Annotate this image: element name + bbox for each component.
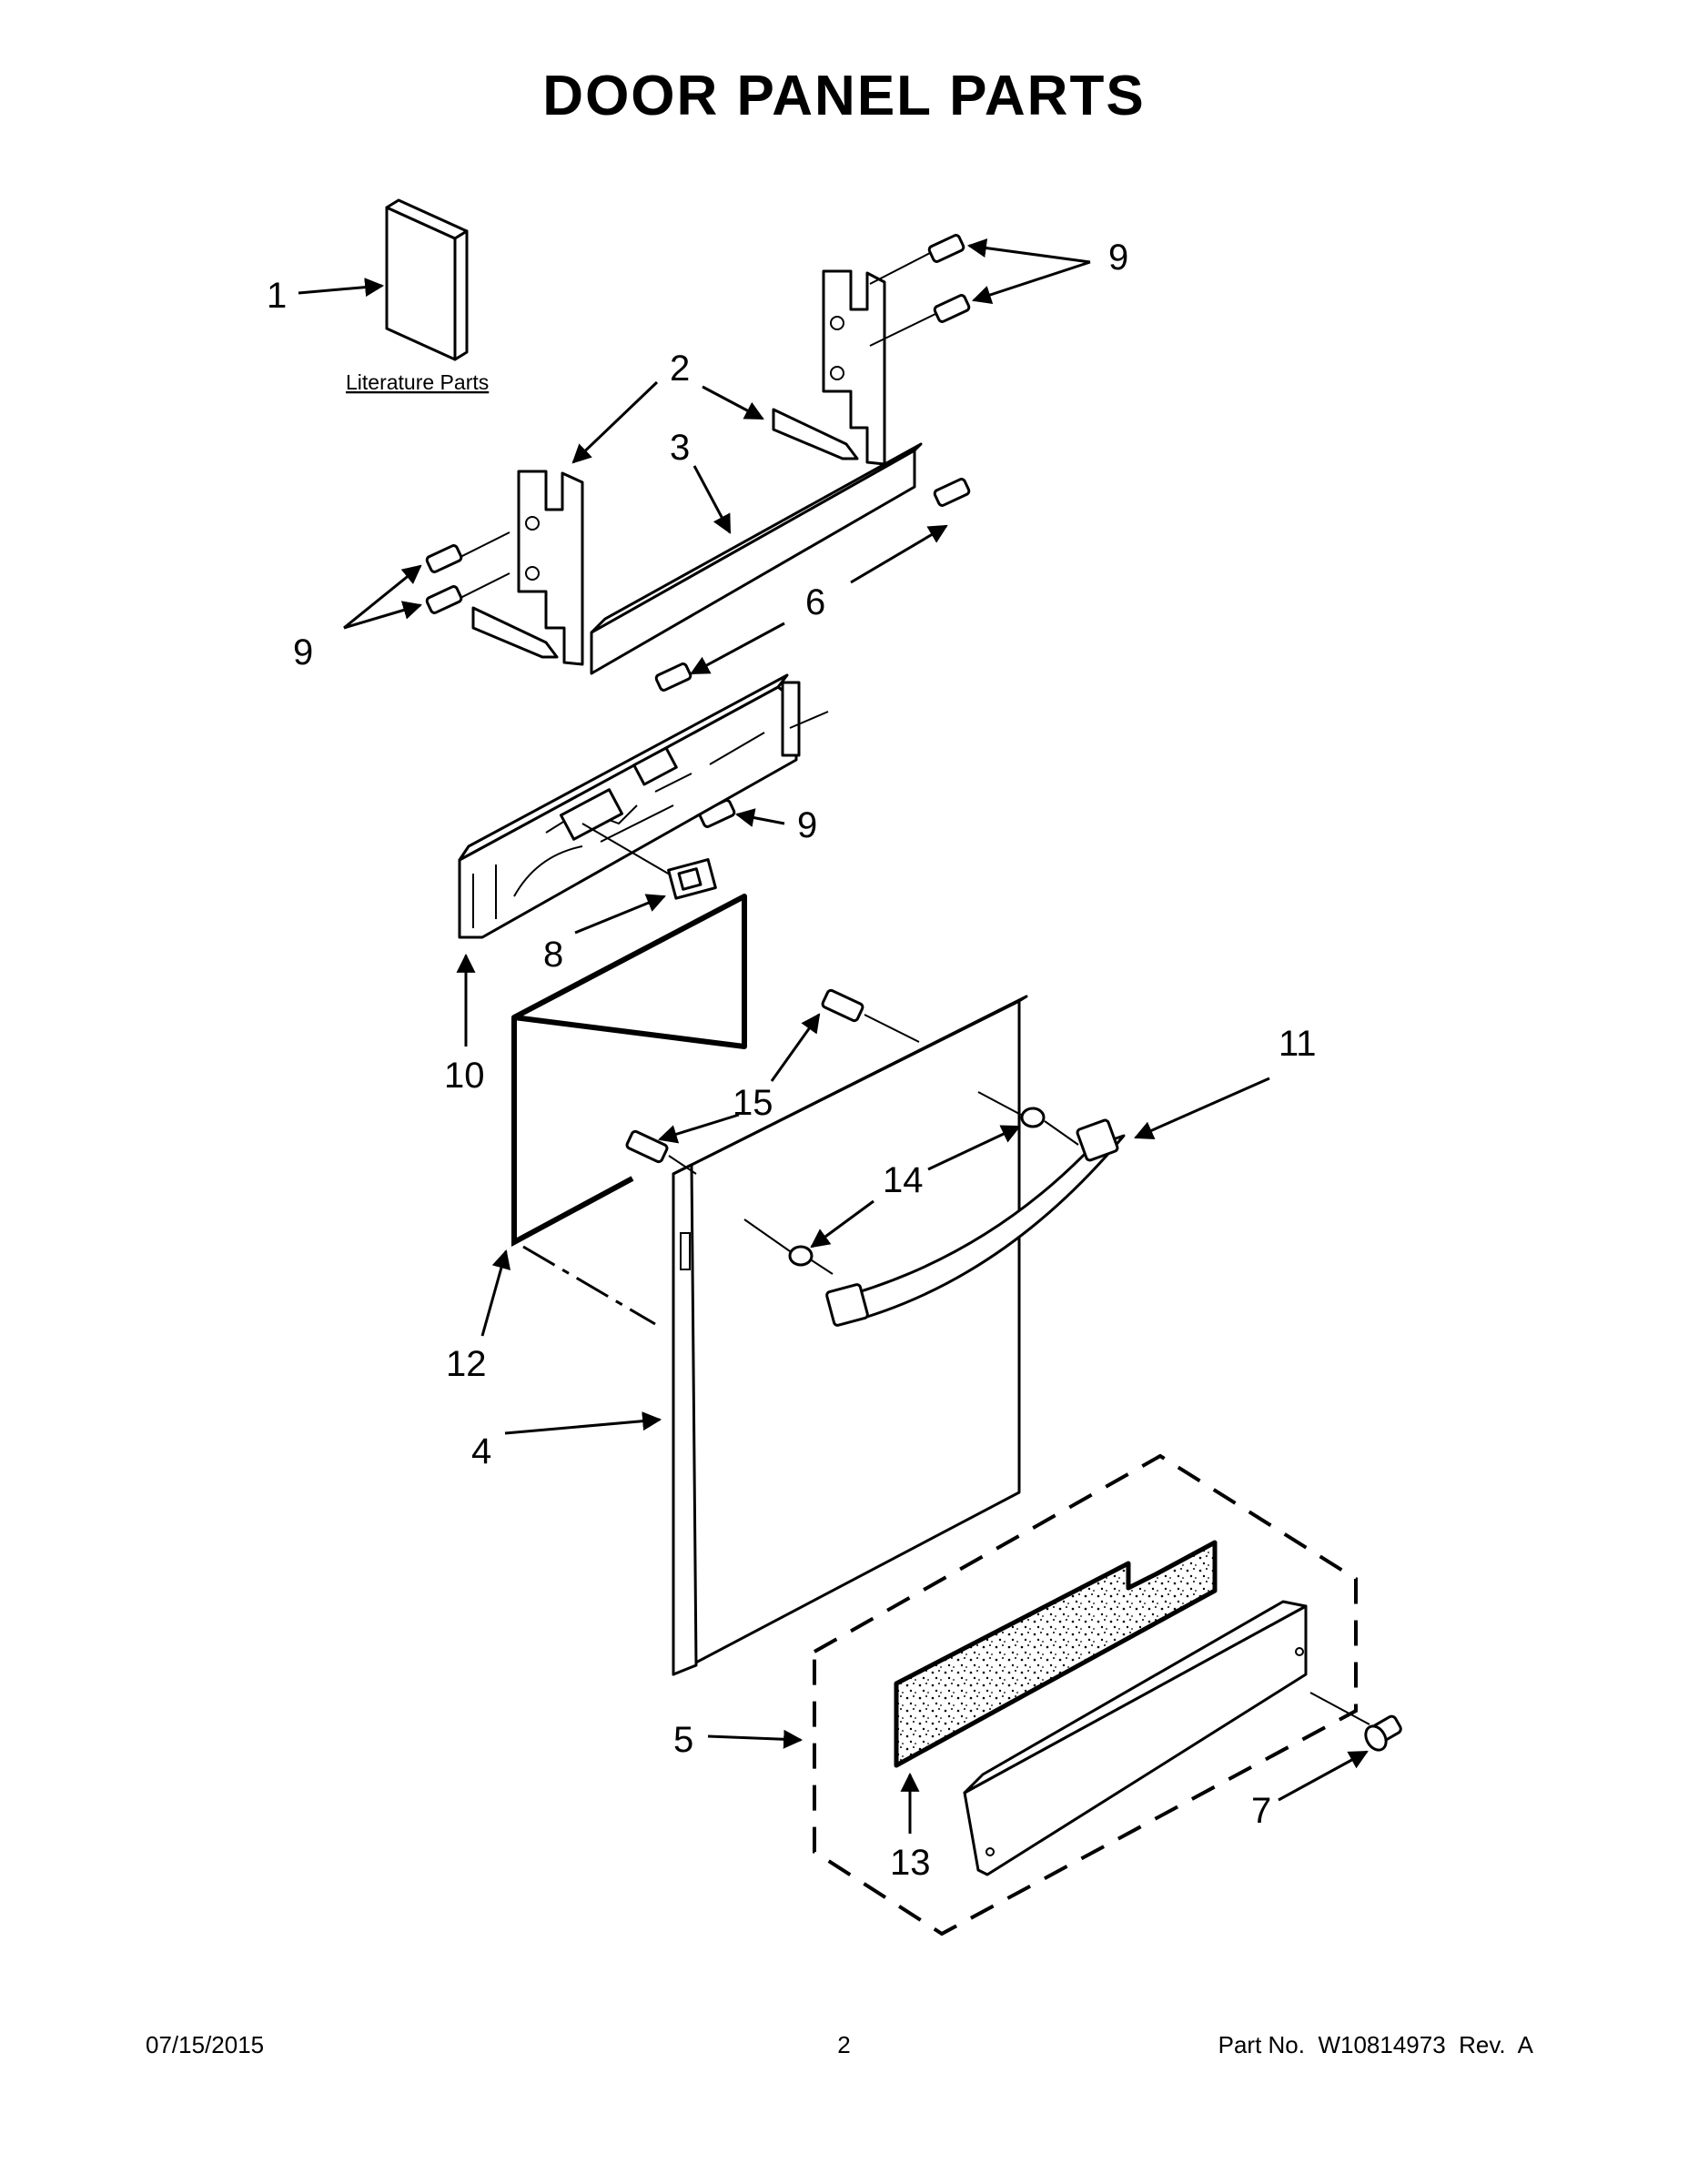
screw-6-right xyxy=(933,478,971,507)
footer-part-number: Part No. W10814973 Rev. A xyxy=(1218,2031,1533,2058)
leader-8 xyxy=(574,894,666,935)
leader-2b xyxy=(702,385,764,420)
callout-1: 1 xyxy=(267,276,287,316)
leader-12 xyxy=(480,1249,511,1337)
leader-9e xyxy=(734,808,785,827)
callout-9-top: 9 xyxy=(1108,238,1128,278)
right-door-bracket xyxy=(772,269,886,466)
door-screw-15-b xyxy=(625,1129,669,1164)
literature-parts-label: Literature Parts xyxy=(346,370,489,394)
door-screw-15-a xyxy=(821,988,864,1023)
left-door-bracket xyxy=(471,470,584,666)
callout-5: 5 xyxy=(673,1720,693,1760)
callout-14: 14 xyxy=(883,1160,924,1200)
gasket-top-segment xyxy=(511,894,747,1049)
gasket-side-segment xyxy=(511,1017,634,1248)
screw-6-left xyxy=(654,662,692,692)
callout-11: 11 xyxy=(1279,1024,1317,1064)
handle-mount-14-b xyxy=(788,1245,814,1267)
leader-6a xyxy=(850,524,948,584)
callout-15: 15 xyxy=(733,1083,773,1123)
leader-5 xyxy=(707,1729,804,1749)
door-panel xyxy=(672,995,1028,1676)
leader-11 xyxy=(1134,1077,1270,1139)
leader-9a xyxy=(966,238,1091,264)
leader-9d xyxy=(343,601,423,630)
leader-15b xyxy=(657,1113,740,1144)
leader-3 xyxy=(692,465,732,534)
callout-8: 8 xyxy=(543,935,563,975)
literature-booklet xyxy=(385,198,469,361)
console-control-panel xyxy=(458,673,801,939)
callout-13: 13 xyxy=(890,1843,931,1883)
leader-4 xyxy=(504,1411,662,1435)
callout-10: 10 xyxy=(444,1056,485,1096)
handle-mount-14-a xyxy=(1020,1107,1046,1128)
callout-7: 7 xyxy=(1251,1791,1271,1831)
screw-9-left-b xyxy=(425,585,463,614)
leader-6b xyxy=(690,622,785,675)
top-channel xyxy=(590,442,923,675)
toe-panel-assembly-outline xyxy=(813,1453,1358,1936)
screw-9-top-right-b xyxy=(933,294,971,323)
clip-part-8 xyxy=(667,858,717,900)
page-title: DOOR PANEL PARTS xyxy=(542,65,1146,127)
callout-9-left: 9 xyxy=(293,632,313,672)
callout-2: 2 xyxy=(670,349,690,389)
toe-panel xyxy=(963,1600,1308,1876)
leader-7 xyxy=(1278,1750,1369,1802)
leader-14b xyxy=(810,1199,874,1249)
leader-1 xyxy=(298,278,385,298)
callout-9-console: 9 xyxy=(797,805,817,845)
callout-3: 3 xyxy=(670,428,690,468)
callout-4: 4 xyxy=(471,1431,491,1471)
leader-14a xyxy=(927,1125,1021,1171)
leader-9c xyxy=(343,564,422,630)
screw-9-left-a xyxy=(425,544,463,573)
leader-2a xyxy=(571,380,659,464)
screw-9-top-right-a xyxy=(927,234,965,263)
footer-page-number: 2 xyxy=(837,2031,851,2058)
door-handle xyxy=(825,1118,1126,1327)
callout-6: 6 xyxy=(805,582,825,622)
leader-15a xyxy=(770,1013,821,1082)
insulation-strip xyxy=(894,1540,1218,1768)
leader-9b xyxy=(972,260,1091,305)
callout-12: 12 xyxy=(446,1344,487,1384)
toe-panel-screw-7 xyxy=(1364,1714,1402,1752)
footer-date: 07/15/2015 xyxy=(146,2031,265,2058)
